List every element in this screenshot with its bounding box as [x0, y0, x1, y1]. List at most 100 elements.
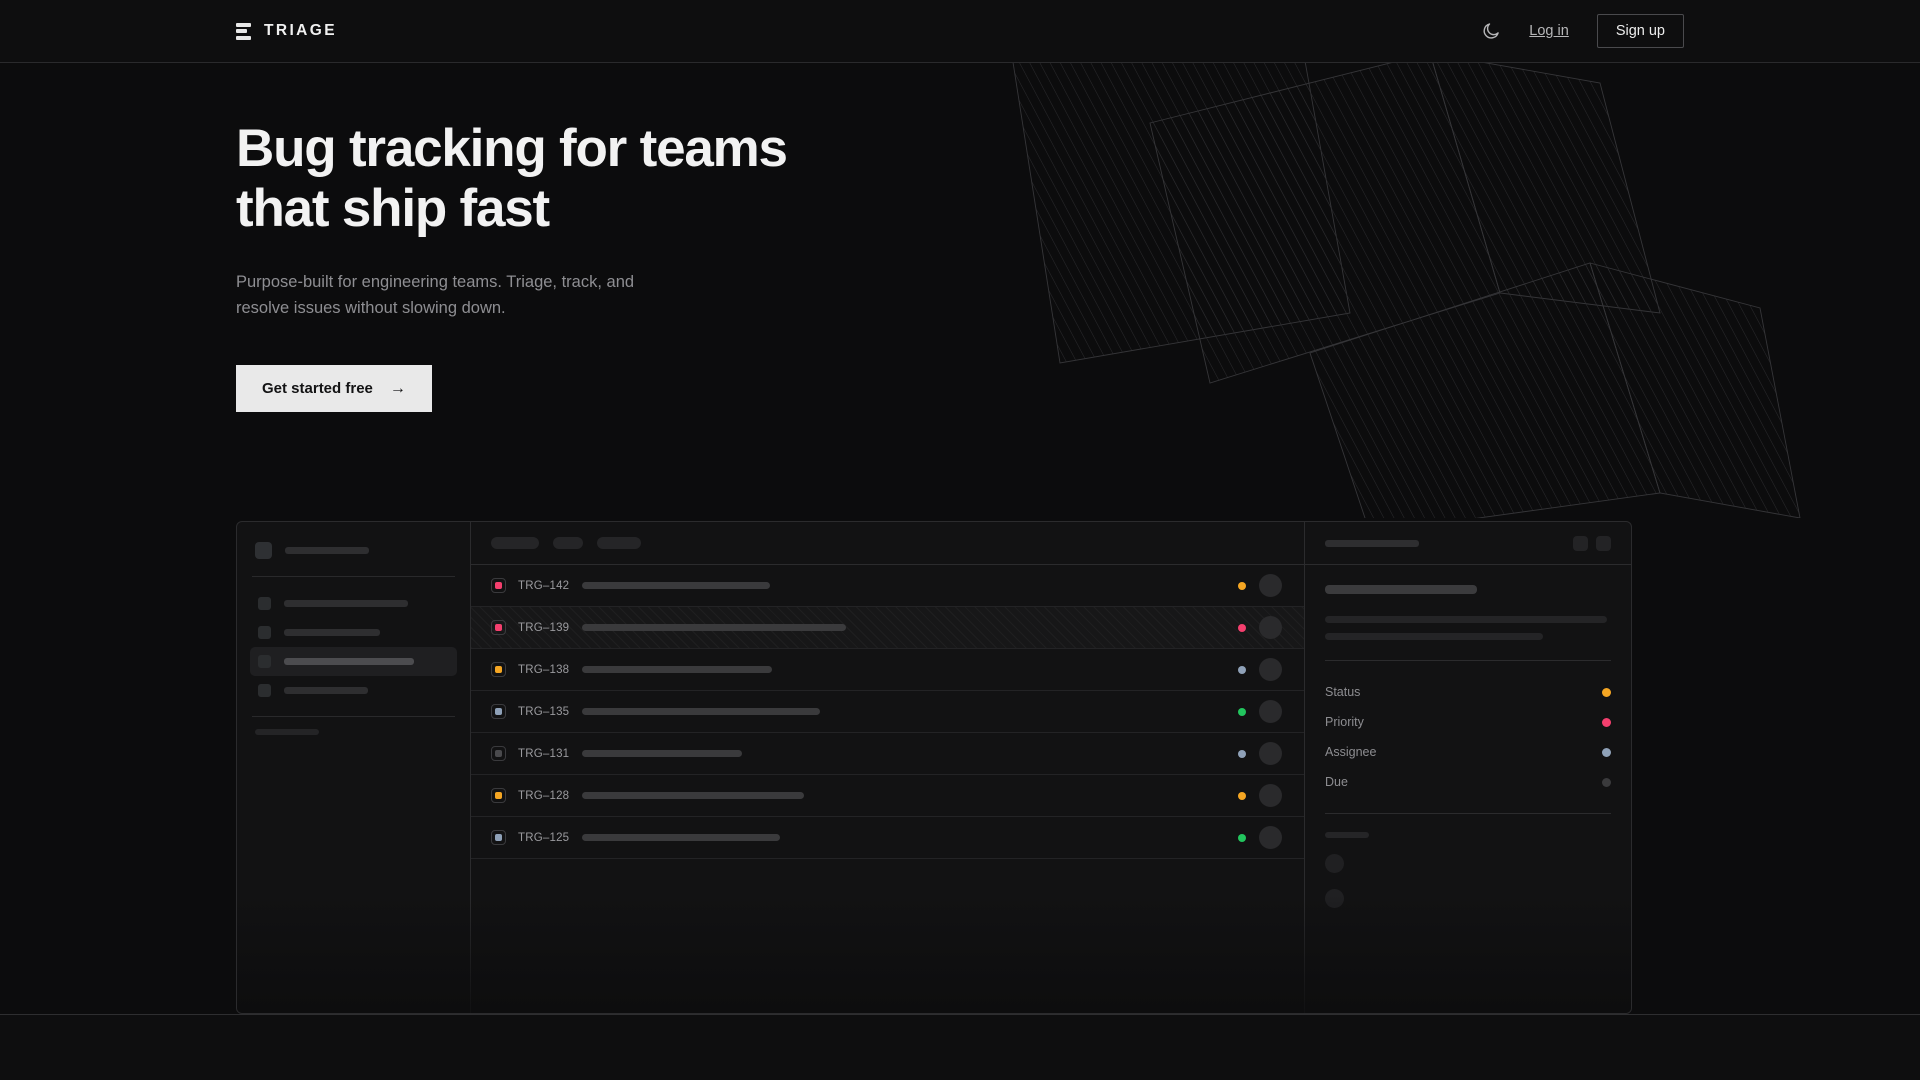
hero-section: Bug tracking for teams that ship fast Pu… [0, 63, 1920, 518]
sidebar-item-label-placeholder [284, 600, 408, 607]
sidebar-item-0[interactable] [250, 589, 457, 618]
moon-icon[interactable] [1481, 21, 1501, 41]
table-row[interactable]: TRG–125 [471, 817, 1304, 859]
avatar[interactable] [1259, 784, 1282, 807]
sidebar-sub-item-1[interactable] [250, 767, 457, 789]
cta-label: Get started free [262, 380, 373, 398]
issue-id: TRG–135 [518, 705, 570, 718]
comment-avatar-0 [1325, 854, 1344, 873]
status-badge [1238, 581, 1246, 590]
issue-list-toolbar [471, 522, 1304, 565]
workspace-avatar-icon [255, 542, 272, 559]
table-row[interactable]: TRG–131 [471, 733, 1304, 775]
filter-chip-2[interactable] [597, 537, 641, 549]
arrow-right-icon: → [389, 379, 406, 397]
issue-title-placeholder [582, 582, 770, 589]
sidebar-item-icon [258, 684, 271, 697]
sidebar-item-icon [258, 626, 271, 639]
sidebar-item-2[interactable] [250, 647, 457, 676]
avatar[interactable] [1259, 826, 1282, 849]
detail-header-button-0[interactable] [1573, 535, 1588, 551]
sidebar-divider-top [252, 576, 455, 577]
issue-id: TRG–128 [518, 789, 570, 802]
status-badge [1238, 707, 1246, 716]
table-row[interactable]: TRG–142 [471, 565, 1304, 607]
sidebar-sub-item-0[interactable] [250, 745, 457, 767]
detail-issue-title-placeholder [1325, 585, 1477, 594]
login-link[interactable]: Log in [1529, 23, 1569, 39]
stacked-bars-logo-icon [236, 22, 251, 40]
issue-title-placeholder [582, 834, 780, 841]
status-badge [1238, 665, 1246, 674]
detail-divider [1325, 660, 1611, 661]
avatar[interactable] [1259, 574, 1282, 597]
priority-icon[interactable] [491, 830, 506, 845]
workspace-name-placeholder [285, 547, 369, 554]
metadata-label: Priority [1325, 715, 1364, 729]
status-badge [1238, 749, 1246, 758]
issue-title-placeholder [582, 624, 846, 631]
brand-name: TRIAGE [264, 22, 337, 39]
metadata-row-priority[interactable]: Priority [1325, 707, 1611, 737]
page-divider [0, 1014, 1920, 1015]
mockup-sidebar [237, 522, 471, 1013]
status-badge [1238, 623, 1246, 632]
priority-icon[interactable] [491, 662, 506, 677]
avatar[interactable] [1259, 616, 1282, 639]
metadata-value-dot [1602, 687, 1611, 697]
detail-title-placeholder [1325, 539, 1419, 547]
workspace-switcher[interactable] [250, 536, 457, 565]
sidebar-item-label-placeholder [284, 658, 414, 665]
comment-avatar-1 [1325, 889, 1344, 908]
top-navigation-bar: TRIAGE Log in Sign up [0, 0, 1920, 63]
issue-title-placeholder [582, 750, 742, 757]
avatar[interactable] [1259, 700, 1282, 723]
metadata-value-dot [1602, 777, 1611, 787]
footer-area [0, 1015, 1920, 1080]
issue-id: TRG–125 [518, 831, 570, 844]
filter-chip-1[interactable] [553, 537, 583, 549]
sidebar-sub-item-2[interactable] [250, 789, 457, 811]
priority-icon[interactable] [491, 746, 506, 761]
priority-icon[interactable] [491, 578, 506, 593]
metadata-row-due[interactable]: Due [1325, 767, 1611, 797]
priority-icon[interactable] [491, 620, 506, 635]
status-badge [1238, 833, 1246, 842]
table-row[interactable]: TRG–128 [471, 775, 1304, 817]
detail-panel-header [1305, 522, 1631, 565]
sidebar-item-label-placeholder [284, 687, 368, 694]
table-row[interactable]: TRG–138 [471, 649, 1304, 691]
issue-title-placeholder [582, 708, 820, 715]
table-row[interactable]: TRG–139 [471, 607, 1304, 649]
metadata-value-dot [1602, 747, 1611, 757]
avatar[interactable] [1259, 742, 1282, 765]
metadata-value-dot [1602, 717, 1611, 727]
avatar[interactable] [1259, 658, 1282, 681]
issue-id: TRG–131 [518, 747, 570, 760]
sidebar-item-icon [258, 597, 271, 610]
detail-header-button-1[interactable] [1596, 535, 1611, 551]
metadata-row-assignee[interactable]: Assignee [1325, 737, 1611, 767]
sidebar-item-label-placeholder [284, 629, 380, 636]
metadata-label: Assignee [1325, 745, 1377, 759]
metadata-row-status[interactable]: Status [1325, 677, 1611, 707]
metadata-label: Due [1325, 775, 1348, 789]
issue-id: TRG–142 [518, 579, 570, 592]
priority-icon[interactable] [491, 704, 506, 719]
signup-button[interactable]: Sign up [1596, 14, 1684, 48]
detail-divider-bottom [1325, 813, 1611, 814]
comments-section-label-placeholder [1325, 832, 1369, 838]
get-started-button[interactable]: Get started free → [236, 365, 432, 413]
filter-chip-0[interactable] [491, 537, 539, 549]
sidebar-item-1[interactable] [250, 618, 457, 647]
priority-icon[interactable] [491, 788, 506, 803]
issue-id: TRG–139 [518, 621, 570, 634]
detail-body-line-1 [1325, 633, 1543, 640]
sidebar-item-3[interactable] [250, 676, 457, 705]
table-row[interactable]: TRG–135 [471, 691, 1304, 733]
brand-logo[interactable]: TRIAGE [236, 22, 337, 40]
issue-title-placeholder [582, 792, 804, 799]
